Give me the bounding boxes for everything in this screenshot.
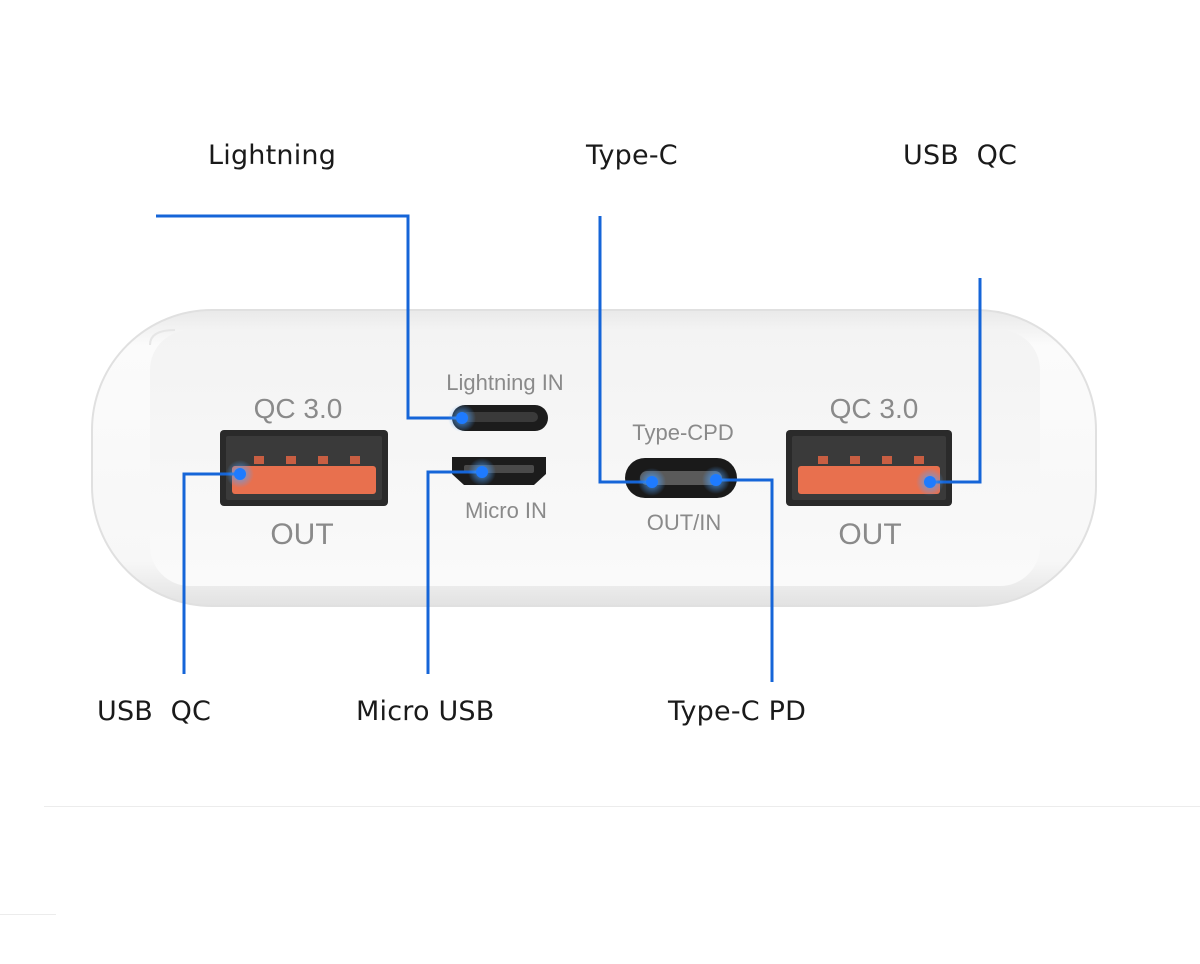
left-usb-port xyxy=(220,430,388,506)
leader-lines xyxy=(156,214,982,682)
typec-bottom-label: OUT/IN xyxy=(647,510,722,535)
leader-line-usb-qc-left xyxy=(182,472,240,674)
left-usb-tongue xyxy=(232,466,376,494)
left-port-top-label: QC 3.0 xyxy=(254,393,343,424)
leader-line-typec-pd xyxy=(716,478,774,682)
callout-usb-qc-top: USB QC xyxy=(903,140,1018,171)
divider-line-small xyxy=(0,914,56,915)
left-port-bottom-label: OUT xyxy=(270,518,333,551)
callout-micro-usb: Micro USB xyxy=(356,696,495,727)
callout-typec: Type-C xyxy=(586,140,678,171)
lightning-marker xyxy=(456,412,468,424)
left-usb-marker xyxy=(234,468,246,480)
right-port-top-label: QC 3.0 xyxy=(830,393,919,424)
divider-line xyxy=(44,806,1200,807)
typec-right-marker xyxy=(710,474,722,486)
lightning-port xyxy=(452,405,548,431)
callout-lightning: Lightning xyxy=(208,140,337,171)
micro-port-label: Micro IN xyxy=(465,498,547,523)
leader-line-micro-usb xyxy=(426,470,482,674)
leader-line-typec-top xyxy=(598,216,650,484)
right-port-bottom-label: OUT xyxy=(838,518,901,551)
callout-typec-pd: Type-C PD xyxy=(668,696,807,727)
lightning-port-label: Lightning IN xyxy=(446,370,563,395)
typec-left-marker xyxy=(646,476,658,488)
power-bank-body xyxy=(91,309,1097,607)
micro-marker xyxy=(476,466,488,478)
leader-line-usb-qc-right xyxy=(930,278,982,484)
leader-line-lightning xyxy=(156,214,462,420)
right-usb-tongue xyxy=(798,466,940,494)
typec-top-label: Type-CPD xyxy=(632,420,733,445)
right-usb-port xyxy=(786,430,952,506)
port-markers xyxy=(226,404,944,496)
right-usb-marker xyxy=(924,476,936,488)
callout-usb-qc-bottom: USB QC xyxy=(97,696,212,727)
